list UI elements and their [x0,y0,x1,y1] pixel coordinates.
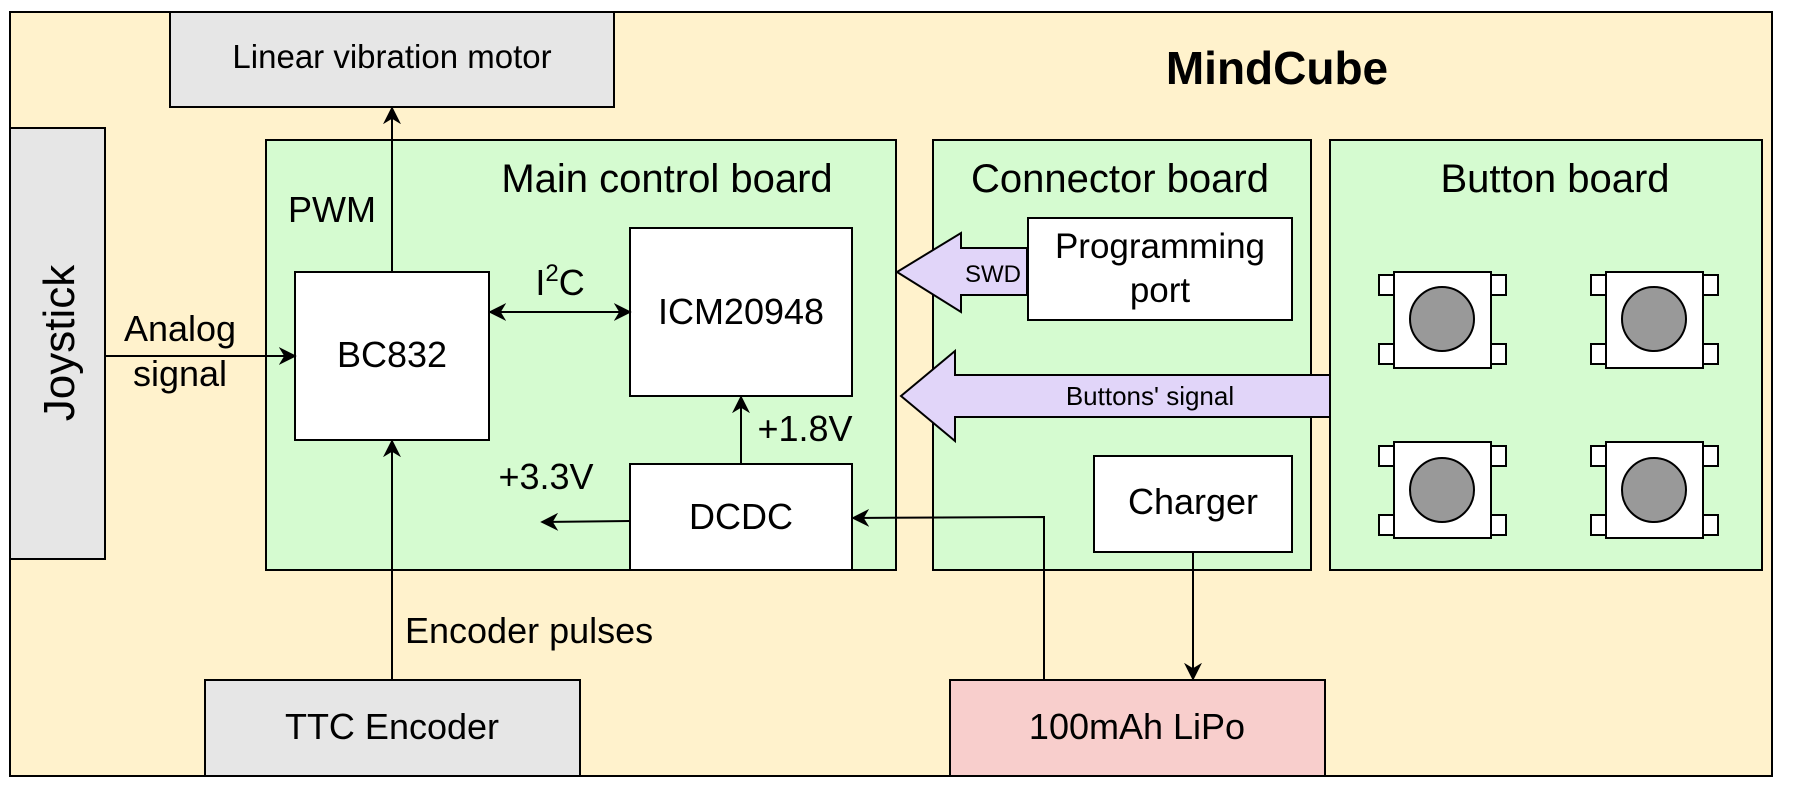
joystick-box [9,127,106,560]
encoder-label: TTC Encoder [285,706,499,747]
diagram-title: MindCube [1166,42,1388,94]
charger-label: Charger [1128,481,1258,522]
tactile-button-bottom-left [1378,441,1507,539]
battery-box [949,679,1326,777]
i2c-label: I2C [535,260,584,303]
swd-arrow [895,231,1028,314]
programming-port [1027,217,1293,321]
programming-port-line1: Programming [1055,227,1265,266]
swd-label: SWD [965,261,1021,288]
tactile-button-bottom-right [1590,441,1719,539]
encoder-pulses-label: Encoder pulses [405,610,653,651]
dcdc-chip [629,463,853,571]
dcdc-label: DCDC [689,496,793,537]
bc832-label: BC832 [337,334,447,375]
analog-label-line1: Analog [124,308,236,349]
pwm-label: PWM [288,189,376,230]
encoder-box [204,679,581,777]
buttons-signal-label: Buttons' signal [1066,381,1234,411]
connector-board-title: Connector board [971,157,1269,201]
tactile-button-top-right [1590,271,1719,369]
battery-to-dcdc-line [851,508,1045,680]
buttons-signal-arrow [899,348,1331,444]
motor-label: Linear vibration motor [232,38,551,75]
v18-label: +1.8V [757,408,852,449]
charger-chip [1093,455,1293,553]
tactile-button-top-left [1378,271,1507,369]
programming-port-line2: port [1130,271,1191,310]
button-board-title: Button board [1440,157,1669,201]
v33-label: +3.3V [498,456,593,497]
analog-label-line2: signal [133,353,227,394]
v33-line [540,512,631,531]
main-board-title: Main control board [501,157,832,201]
motor-box [169,11,615,108]
icm20948-label: ICM20948 [658,291,824,332]
joystick-label: Joystick [35,264,84,421]
battery-label: 100mAh LiPo [1029,706,1245,747]
